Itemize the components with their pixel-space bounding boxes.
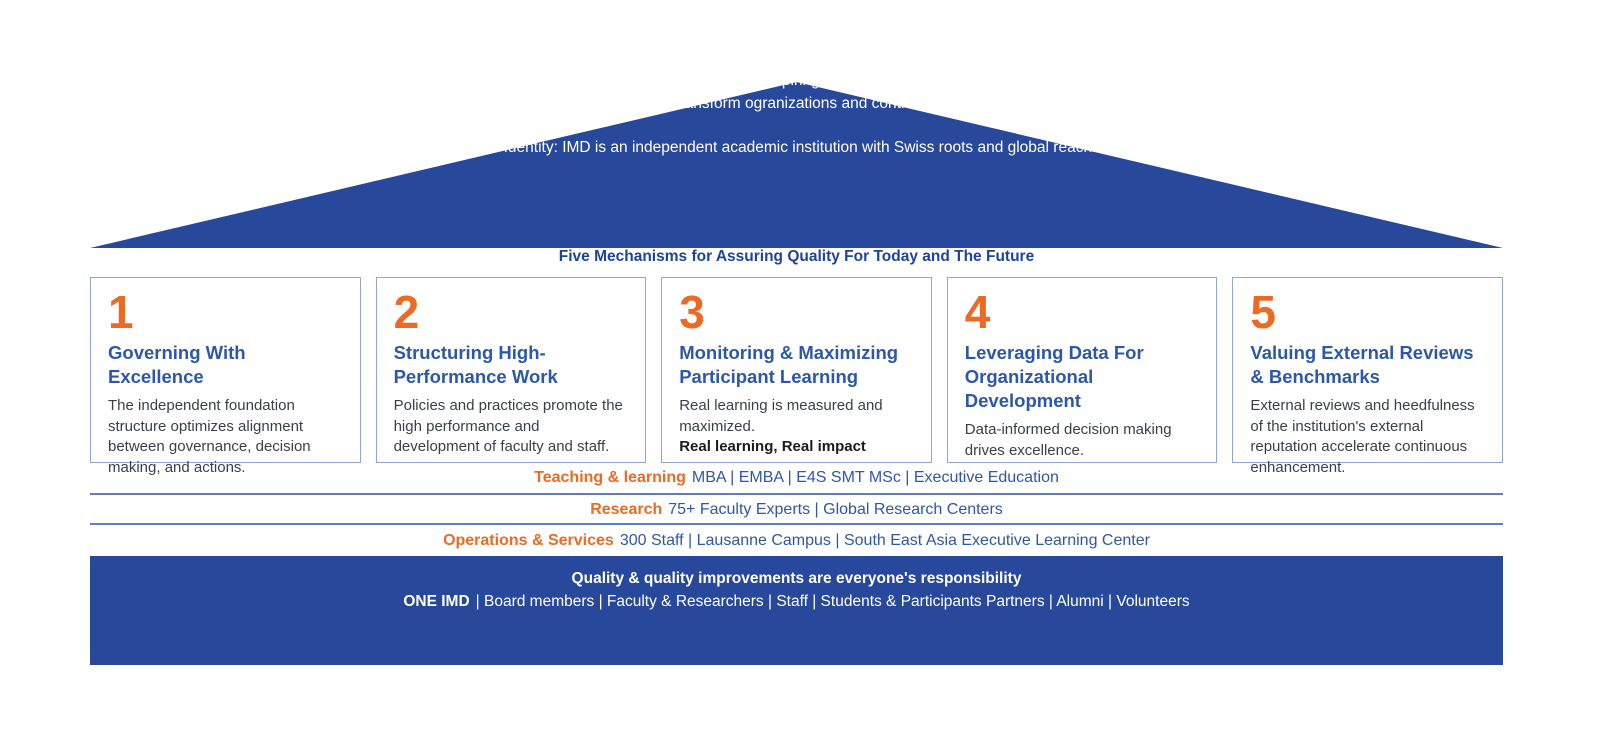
footer-responsibility-statement: Quality & quality improvements are every… xyxy=(571,570,1022,587)
card-title: Valuing External Reviews & Benchmarks xyxy=(1250,342,1474,388)
mechanism-cards-row: 1 Governing With Excellence The independ… xyxy=(90,277,1503,476)
teaching-learning-row: Teaching & learning MBA | EMBA | E4S SMT … xyxy=(90,462,1503,494)
responsibility-footer-banner: Quality & quality improvements are every… xyxy=(90,556,1503,665)
card-title: Leveraging Data For Organizational Devel… xyxy=(964,342,1144,412)
operations-services-items: 300 Staff | Lausanne Campus | South East… xyxy=(619,532,1150,549)
teaching-learning-label: Teaching & learning xyxy=(534,469,686,486)
mechanism-card-2: 2 Structuring High-Performance Work Poli… xyxy=(375,277,647,463)
card-title: Structuring High-Performance Work xyxy=(393,342,558,388)
mechanisms-heading: Five Mechanisms for Assuring Quality For… xyxy=(558,248,1035,265)
purpose-title: Purpose xyxy=(736,24,864,59)
research-items: 75+ Faculty Experts | Global Research Ce… xyxy=(668,501,1003,518)
card-body: Real learning is measured and maximized. xyxy=(679,397,883,435)
row-divider xyxy=(90,493,1503,495)
card-number: 1 xyxy=(108,286,134,338)
card-body: The independent foundation structure opt… xyxy=(108,397,311,476)
purpose-subtitle-line1: Challenging what is and inspiring what c… xyxy=(593,72,1007,89)
research-row: Research 75+ Faculty Experts | Global Res… xyxy=(90,496,1503,524)
card-number: 3 xyxy=(679,286,705,338)
stakeholders-list: | Board members | Faculty & Researchers … xyxy=(475,593,1190,610)
card-title: Governing With Excellence xyxy=(108,342,246,388)
identity-statement: Identity: IMD is an independent academic… xyxy=(503,139,1097,156)
mechanism-card-3: 3 Monitoring & Maximizing Participant Le… xyxy=(661,277,932,463)
mechanism-card-1: 1 Governing With Excellence The independ… xyxy=(90,277,361,476)
operations-services-row: Operations & Services 300 Staff | Lausann… xyxy=(90,526,1503,554)
card-body: Data-informed decision making drives exc… xyxy=(964,421,1172,459)
operations-services-label: Operations & Services xyxy=(443,532,614,549)
one-imd-label: ONE IMD xyxy=(403,593,470,610)
card-number: 4 xyxy=(964,286,991,338)
card-number: 2 xyxy=(393,286,420,338)
footer-stakeholders-line: ONE IMD | Board members | Faculty & Resea… xyxy=(90,593,1503,611)
purpose-roof-content: Purpose Challenging what is and inspirin… xyxy=(0,24,1600,157)
card-body: Policies and practices promote the high … xyxy=(393,397,623,456)
card-number: 5 xyxy=(1250,286,1276,338)
mechanism-card-5: 5 Valuing External Reviews & Benchmarks … xyxy=(1232,277,1503,476)
row-divider xyxy=(90,523,1503,525)
card-body-bold: Real learning, Real impact xyxy=(679,438,866,456)
research-label: Research xyxy=(590,501,663,518)
card-title: Monitoring & Maximizing Participant Lear… xyxy=(679,342,899,388)
teaching-learning-items: MBA | EMBA | E4S SMT MSc | Executive Edu… xyxy=(691,469,1059,486)
mechanism-card-4: 4 Leveraging Data For Organizational Dev… xyxy=(946,277,1218,463)
card-body: External reviews and heedfulness of the … xyxy=(1250,397,1475,476)
purpose-subtitle-line2: leaders who transform ogranizations and … xyxy=(587,95,1013,112)
